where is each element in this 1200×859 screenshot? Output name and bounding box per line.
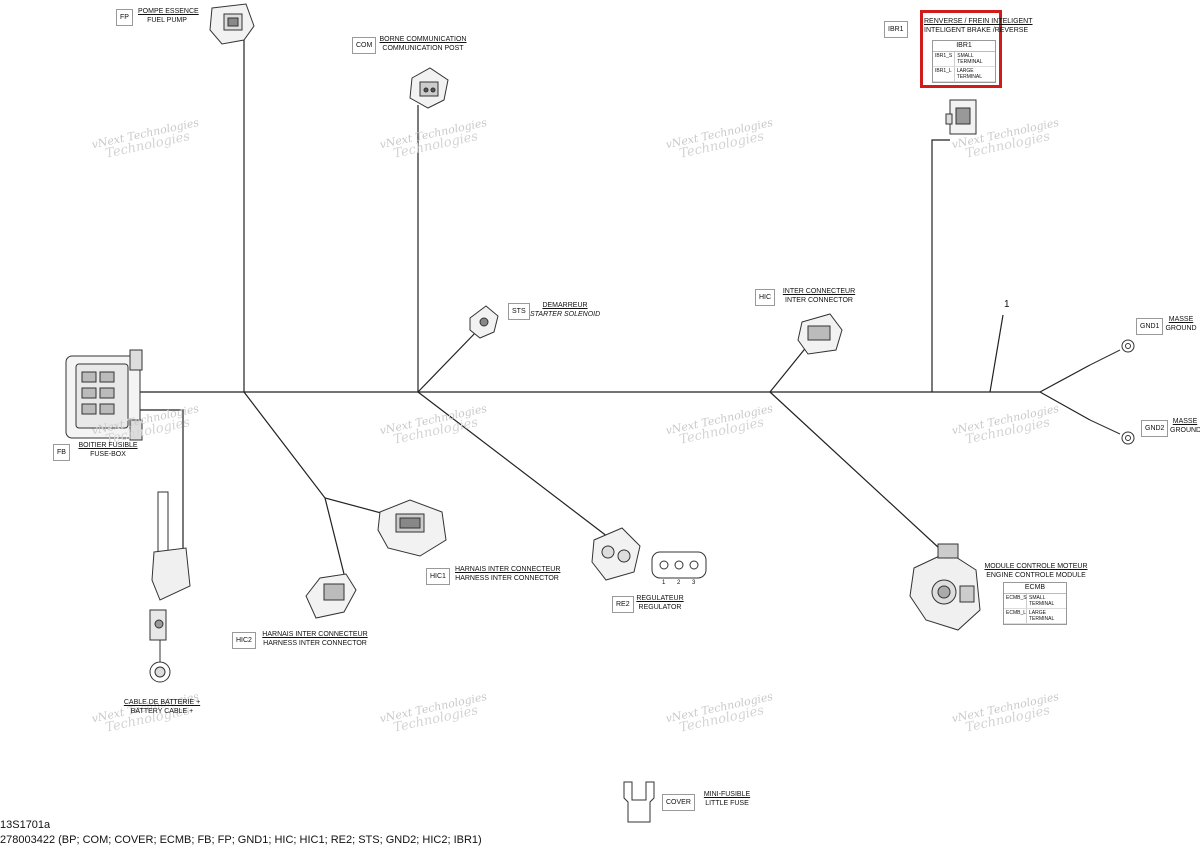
connector-tag-hic: HIC (755, 289, 776, 306)
regulator-pin-3: 3 (692, 580, 696, 586)
connector-tag-sts: STS (508, 303, 530, 320)
highlight-box (920, 10, 1002, 88)
ibr1-wire (931, 139, 950, 392)
ecm-module-icon (909, 543, 981, 631)
callout-number: 1 (1004, 299, 1010, 310)
regulator-pin-labels: 1 2 3 (662, 580, 696, 586)
connector-tag-hic1: HIC1 (426, 568, 450, 585)
connector-label-bp: CABLE DE BATTERIE +BATTERY CABLE + (123, 699, 201, 715)
fp-connector-icon (209, 3, 255, 45)
hic1-connector-icon (377, 499, 447, 557)
hic-wire (769, 344, 809, 393)
connector-tag-re2: RE2 (612, 596, 634, 613)
re2-wire (417, 391, 613, 541)
regulator-connector-icon (591, 527, 641, 581)
regulator-pin-1: 1 (662, 580, 666, 586)
connector-tag-com: COM (352, 37, 377, 54)
connector-tag-fp: FP (116, 9, 133, 26)
callout-leader (989, 314, 1004, 393)
connector-tag-gnd2: GND2 (1141, 420, 1169, 437)
regulator-pinout-icon (651, 551, 707, 579)
drawing-id: 13S1701a (0, 819, 51, 831)
gnd1-wire (1039, 364, 1091, 393)
com-connector-icon (409, 67, 449, 109)
ibr1-connector-icon (945, 99, 977, 135)
sts-connector-icon (469, 305, 499, 339)
connector-tag-gnd1: GND1 (1136, 318, 1164, 335)
gnd2-ring-terminal-icon (1089, 419, 1135, 445)
bp-wire (140, 409, 184, 560)
connector-tag-fb: FB (53, 444, 70, 461)
regulator-pin-2: 2 (677, 580, 681, 586)
hic-branch-wire (243, 391, 401, 519)
connector-tag-ibr1: IBR1 (884, 21, 908, 38)
hic-connector-icon (797, 313, 843, 355)
gnd2-wire (1039, 391, 1091, 421)
fuse-box-icon (65, 349, 143, 441)
hic2-connector-icon (305, 573, 357, 619)
ecmb-wire (769, 391, 953, 561)
connector-tag-cover: COVER (662, 794, 695, 811)
battery-cable-icon (149, 491, 191, 683)
sts-wire (417, 329, 479, 393)
connector-tag-hic2: HIC2 (232, 632, 256, 649)
hic2-wire (324, 497, 346, 579)
part-number-line: 278003422 (BP; COM; COVER; ECMB; FB; FP;… (0, 834, 482, 846)
gnd1-ring-terminal-icon (1089, 339, 1135, 366)
mini-fuse-icon (623, 781, 655, 823)
